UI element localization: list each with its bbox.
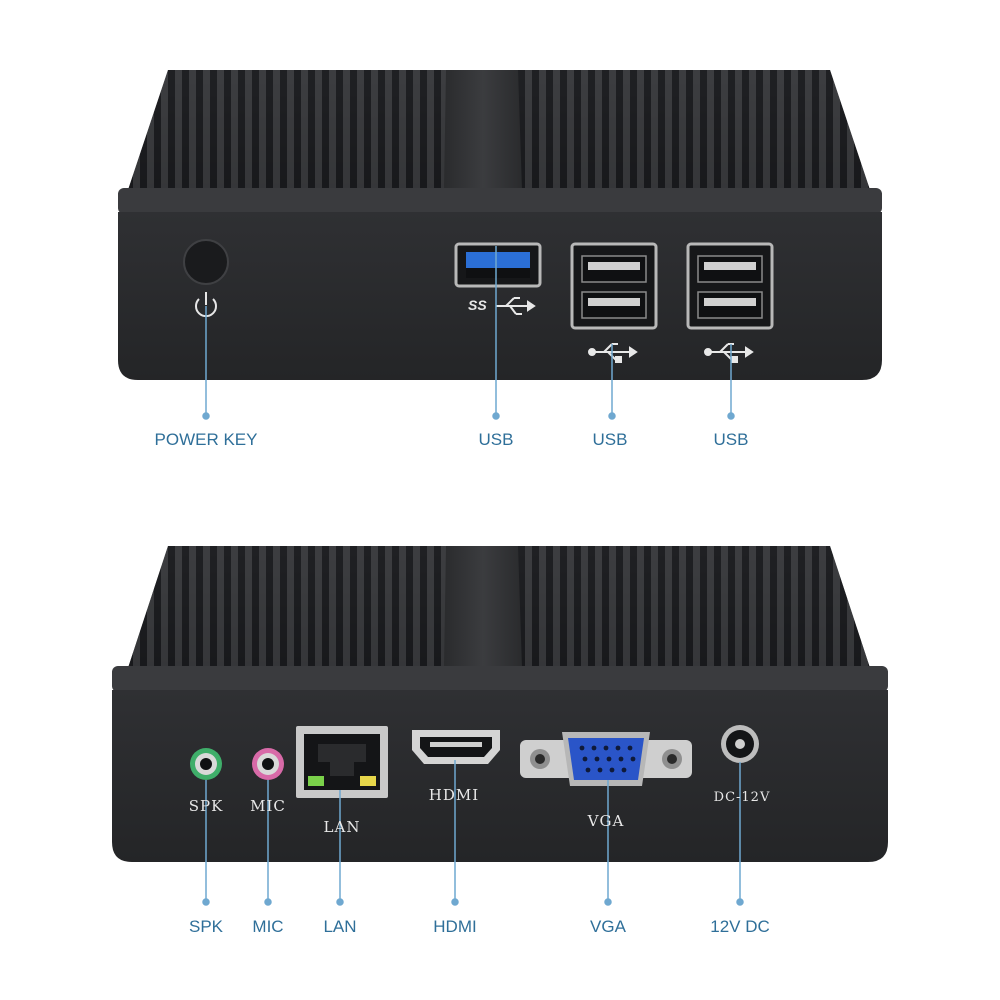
usb-superspeed-icon xyxy=(496,297,536,315)
printed-label-mic: MIC xyxy=(250,797,286,815)
printed-label-dc: DC-12V xyxy=(713,790,771,805)
callout-mic: MIC xyxy=(252,917,284,936)
usb-superspeed-logo: SS xyxy=(468,297,487,313)
printed-label-spk: SPK xyxy=(188,797,224,815)
usb-stack-1 xyxy=(570,242,658,330)
lan-port xyxy=(296,726,388,798)
spk-jack xyxy=(190,748,222,780)
power-button xyxy=(183,239,229,285)
usb-stack-2 xyxy=(686,242,774,330)
callout-usb-stack-2: USB xyxy=(713,430,749,449)
callout-hdmi: HDMI xyxy=(433,917,477,936)
callout-power-key: POWER KEY xyxy=(154,430,258,449)
front-device xyxy=(118,70,882,380)
printed-label-lan: LAN xyxy=(323,818,361,836)
mic-jack xyxy=(252,748,284,780)
printed-label-hdmi: HDMI xyxy=(428,786,480,804)
dc-jack xyxy=(721,725,759,763)
usb-icon xyxy=(588,343,638,363)
usb3-port xyxy=(454,242,542,288)
callout-lan: LAN xyxy=(323,917,357,936)
hdmi-port xyxy=(412,730,500,764)
callout-vga: VGA xyxy=(590,917,626,936)
callout-usb-3: USB xyxy=(478,430,514,449)
callout-spk: SPK xyxy=(188,917,224,936)
vga-port xyxy=(520,732,692,786)
rear-device xyxy=(112,546,888,862)
printed-label-vga: VGA xyxy=(587,812,625,830)
top-callout-lines xyxy=(202,246,735,420)
callout-12v-dc: 12V DC xyxy=(710,917,770,936)
bottom-callout-lines xyxy=(202,760,744,906)
callout-usb-stack-1: USB xyxy=(592,430,628,449)
